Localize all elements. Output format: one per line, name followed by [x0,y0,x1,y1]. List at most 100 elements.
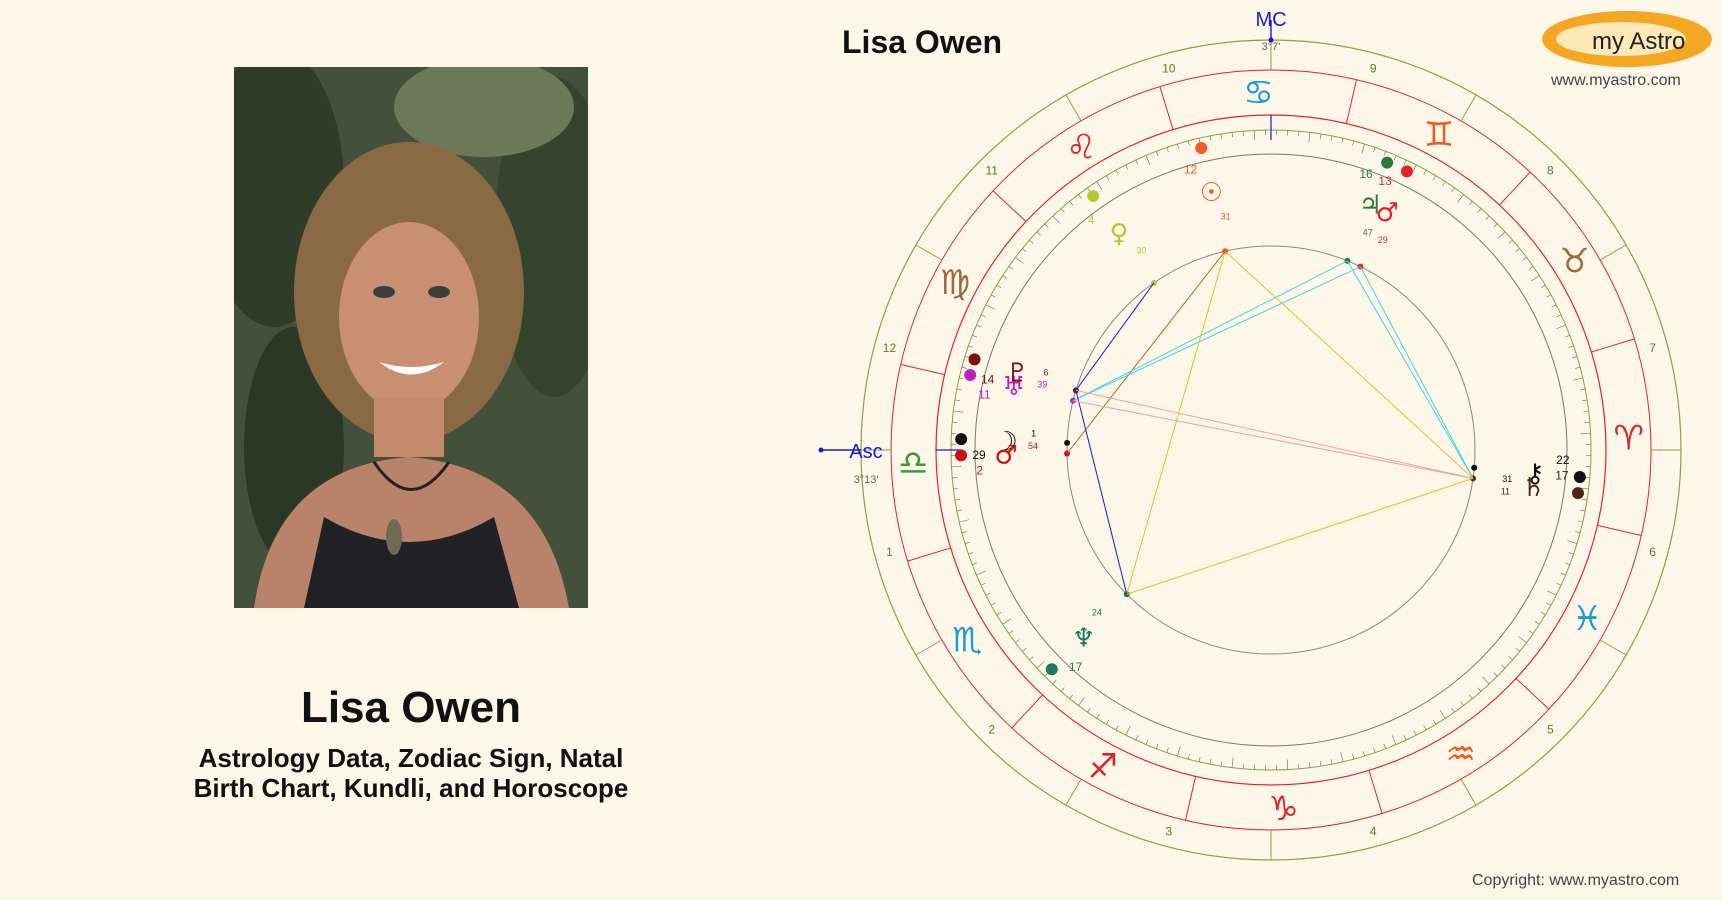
myastro-logo[interactable]: my Astro [1542,11,1712,67]
house-number-1: 1 [886,545,893,559]
planet-mars-degree: 2 [976,463,983,477]
degree-tick [1286,759,1289,770]
degree-tick [1403,159,1407,165]
sign-taurus-icon: ♉ [1559,241,1589,281]
degree-tick [1319,761,1322,767]
degree-tick [1493,223,1498,228]
degree-tick [1572,377,1583,381]
degree-tick [954,498,960,501]
degree-tick [1177,746,1181,757]
sign-capricorn-icon: ♑ [1268,789,1298,829]
aspect-circle [1066,245,1476,655]
planet-mars-retro-degree: 13 [1378,174,1392,188]
degree-tick [1485,215,1490,220]
degree-tick [1052,680,1057,685]
degree-tick [1187,754,1190,760]
sign-divider [1159,86,1174,130]
degree-tick [1220,133,1223,139]
sign-cancer-icon: ♋ [1243,73,1273,113]
sign-aquarius-icon: ♒ [1445,735,1475,775]
house-number-4: 4 [1370,825,1377,839]
planet-saturn-minute: 11 [1501,486,1510,496]
degree-tick [1352,754,1355,760]
degree-tick [1220,761,1223,767]
degree-tick [1330,759,1333,765]
subtitle-line-1: Astrology Data, Zodiac Sign, Natal [198,743,624,773]
aspect-line [1126,477,1474,595]
planet-jupiter-marker [1381,156,1394,169]
degree-tick [1308,132,1311,143]
sign-divider [1011,694,1043,729]
degree-tick [1518,636,1527,643]
degree-tick [1052,215,1060,224]
planet-sun-degree: 12 [1184,162,1198,176]
sign-pisces-icon: ♓ [1572,599,1602,639]
degree-tick [1209,759,1212,765]
degree-tick [1115,725,1119,731]
degree-tick [985,592,991,596]
aspect-line [1075,282,1155,391]
degree-tick [996,284,1002,289]
degree-tick [956,388,962,391]
planet-saturn-degree: 17 [1555,468,1569,482]
degree-tick [1413,730,1417,736]
degree-tick [1022,248,1027,252]
planet-jupiter-minute: 47 [1363,228,1373,238]
logo-url[interactable]: www.myastro.com [1551,72,1681,89]
subtitle-line-2: Birth Chart, Kundli, and Horoscope [193,773,629,803]
planet-uranus-icon: ♅ [1002,372,1025,402]
degree-tick [1340,751,1344,762]
asc-degree: 3°13' [854,474,879,486]
planet-saturn-icon: ♄ [1522,473,1545,503]
degree-tick [1451,187,1455,193]
planet-neptune-icon: ♆ [1072,623,1095,653]
planet-mars-icon: ♂ [994,441,1017,471]
degree-tick [1580,509,1586,512]
degree-tick [1515,648,1520,652]
degree-tick [1501,664,1506,669]
planet-venus-degree: 4 [1088,213,1095,227]
degree-tick [961,531,967,534]
sign-divider [1515,678,1550,710]
degree-tick [1096,181,1103,191]
aspect-line [1359,266,1474,479]
degree-tick [972,562,978,565]
sign-sagittarius-icon: ♐ [1088,747,1118,787]
aspect-line [1075,390,1128,595]
degree-tick [976,324,982,328]
degree-tick [1078,697,1085,706]
degree-tick [1125,164,1129,170]
degree-tick [1551,304,1557,308]
degree-tick [1096,714,1100,719]
degree-tick [1547,590,1557,596]
planet-saturn-marker [1571,487,1584,500]
degree-tick [1145,155,1151,165]
degree-tick [1546,294,1552,298]
sign-divider [1591,338,1635,353]
degree-tick [1508,239,1513,244]
degree-tick [1403,735,1407,741]
planet-mars-retro-icon: ♂ [1376,198,1399,228]
degree-tick [1528,266,1534,270]
logo-inner-ellipse [1556,22,1686,56]
degree-tick [1522,257,1527,261]
planet-neptune-minute: 24 [1092,607,1102,617]
sign-divider [1185,776,1197,821]
degree-tick [1105,175,1110,181]
degree-tick [1044,223,1049,228]
degree-tick [1556,324,1566,330]
house-cusp-line [915,244,943,261]
sign-divider [1499,171,1531,206]
planet-sun-marker [1195,141,1208,154]
degree-tick [990,602,996,606]
degree-tick [1156,743,1159,749]
planet-jupiter-icon: ♃ [1359,190,1382,220]
degree-tick [1540,284,1546,289]
planet-moon-degree: 29 [972,448,986,462]
degree-tick [1572,356,1578,359]
page-subtitle: Astrology Data, Zodiac Sign, Natal Birth… [0,743,822,803]
planet-pluto-marker [968,353,981,366]
sign-divider [1597,524,1642,536]
degree-tick [1029,239,1034,244]
